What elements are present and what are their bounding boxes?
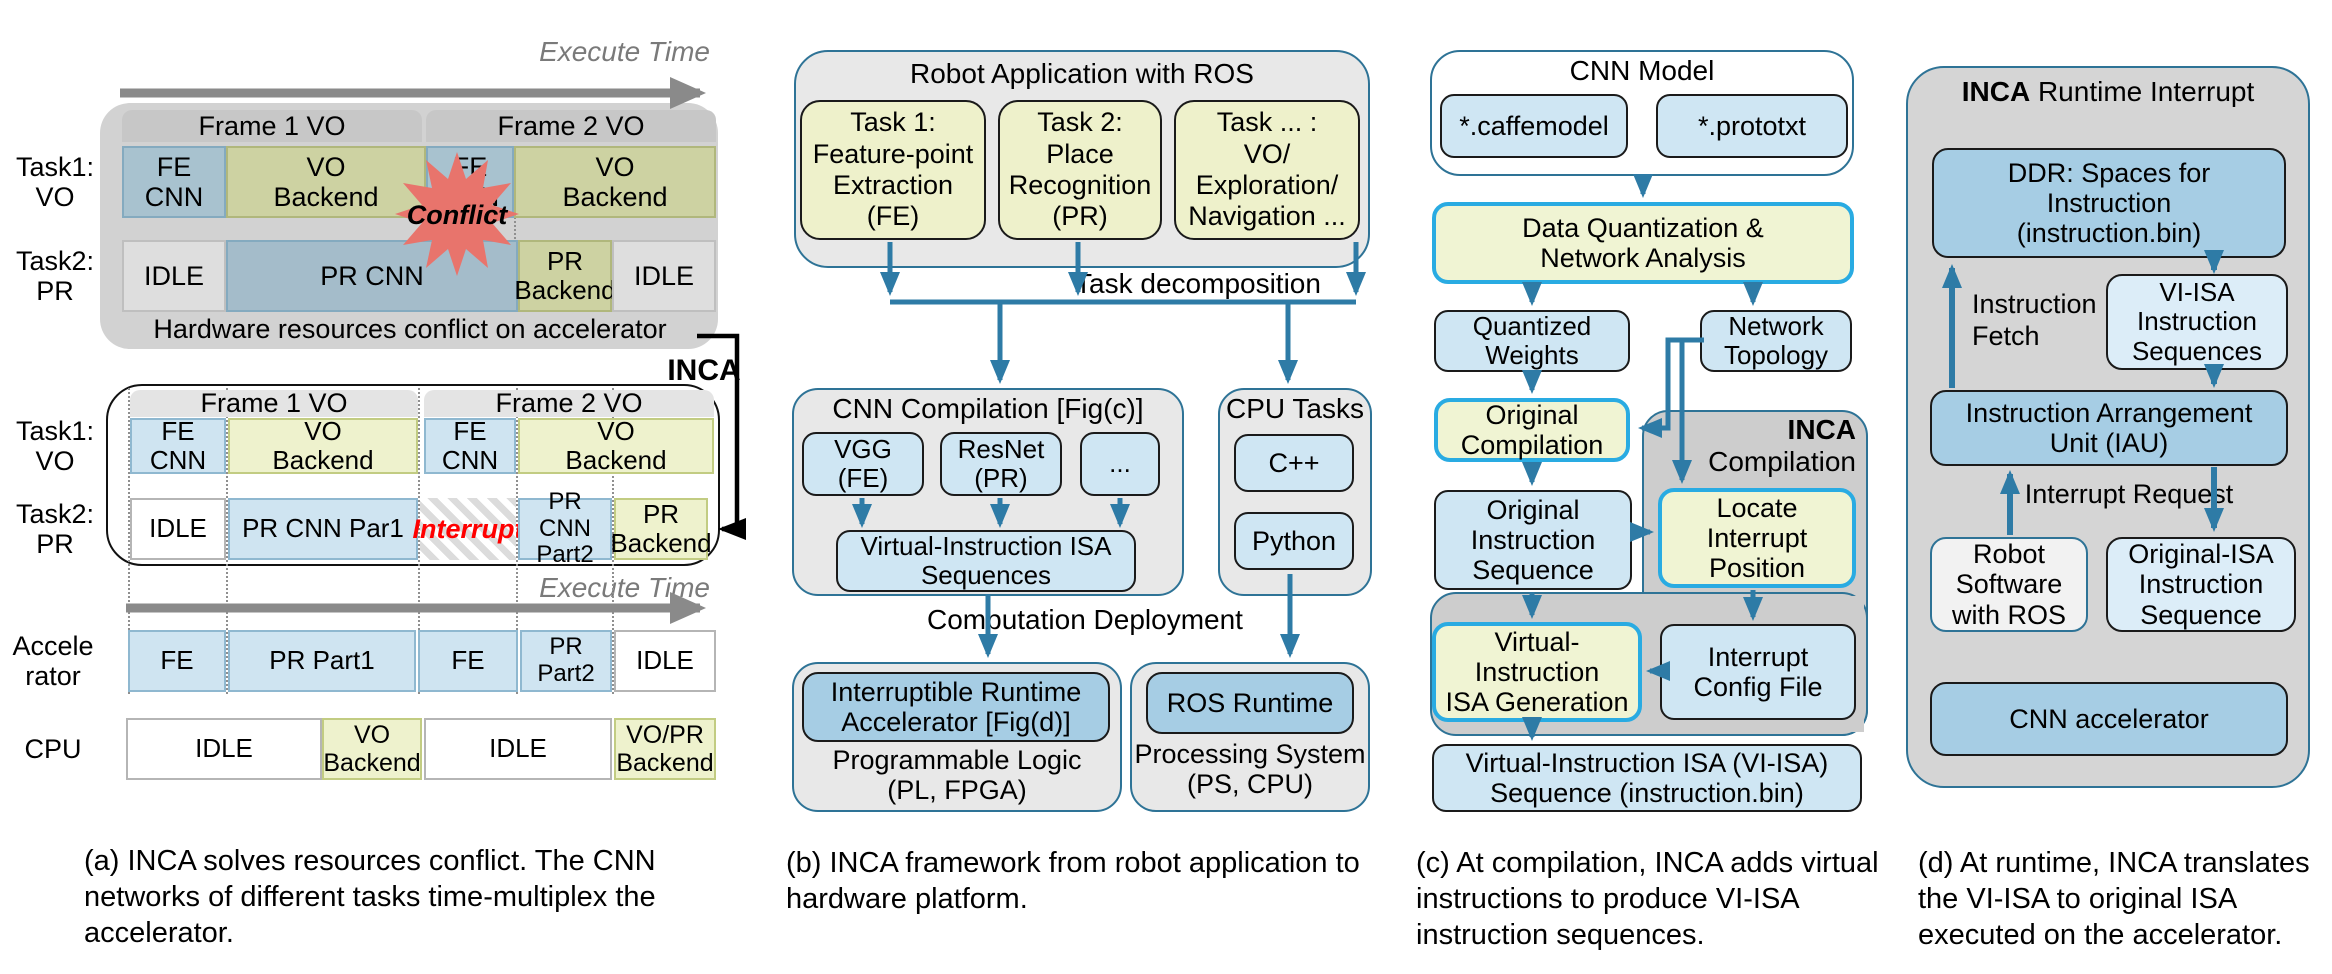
cell-pr-backend: PR Backend — [514, 240, 616, 312]
original-isa-sequence-box: Original-ISA Instruction Sequence — [2106, 537, 2296, 632]
locate-interrupt-position-box: Locate Interrupt Position — [1658, 488, 1856, 588]
timeline-dotted-line — [516, 388, 518, 694]
accel-cell-pr-part1: PR Part1 — [228, 630, 416, 692]
vgg-box: VGG (FE) — [802, 432, 924, 496]
inca-bold-text: INCA — [1787, 414, 1856, 445]
cell-pr-cnn-part2: PR CNN Part2 — [518, 488, 612, 568]
cnn-model-title: CNN Model — [1569, 55, 1715, 86]
execute-time-label-top: Execute Time — [539, 36, 710, 67]
caption-c: (c) At compilation, INCA adds virtual in… — [1416, 847, 1879, 951]
processing-system-label: Processing System (PS, CPU) — [1134, 738, 1366, 799]
timeline-dotted-line — [612, 388, 614, 694]
network-topology-box: Network Topology — [1700, 310, 1852, 372]
task1-box: Task 1: Feature-point Extraction (FE) — [800, 100, 986, 240]
cell-vo-backend: VO Backend — [514, 146, 716, 218]
cpu-cell-vo-pr-backend: VO/PR Backend — [614, 718, 716, 780]
cell-fe-cnn: FE CNN — [424, 416, 516, 475]
execute-time-label-mid: Execute Time — [539, 572, 710, 603]
frame2-header-mid: Frame 2 VO — [424, 388, 714, 418]
robot-software-box: Robot Software with ROS — [1930, 537, 2088, 632]
cell-vo-backend: VO Backend — [228, 416, 418, 475]
accel-cell-pr-part2: PR Part2 — [520, 630, 612, 692]
compilation-text: Compilation — [1708, 446, 1856, 478]
resnet-box: ResNet (PR) — [940, 432, 1062, 496]
hardware-conflict-note: Hardware resources conflict on accelerat… — [153, 313, 667, 344]
cnn-compilation-title: CNN Compilation [Fig(c)] — [832, 393, 1144, 424]
robot-application-title: Robot Application with ROS — [910, 58, 1254, 89]
task3-box: Task ... : VO/ Exploration/ Navigation .… — [1174, 100, 1360, 240]
computation-deployment-label: Computation Deployment — [927, 604, 1243, 636]
original-compilation-box: Original Compilation — [1434, 398, 1630, 462]
cnn-accelerator-box: CNN accelerator — [1930, 682, 2288, 756]
cpu-tasks-title: CPU Tasks — [1226, 393, 1364, 424]
vi-isa-sequences-box: Virtual-Instruction ISA Sequences — [836, 530, 1136, 592]
row-label-task2: Task2: PR — [15, 498, 95, 559]
cpu-cell-idle: IDLE — [126, 718, 322, 780]
cpu-cell-vo-backend: VO Backend — [322, 718, 422, 780]
row-label-task1: Task1: VO — [15, 415, 95, 476]
timeline-dotted-line — [418, 388, 420, 694]
accel-cell-idle: IDLE — [614, 630, 716, 692]
caption-b: (b) INCA framework from robot applicatio… — [786, 847, 1360, 915]
cell-interrupt: Interrupt — [413, 498, 524, 560]
ros-runtime-box: ROS Runtime — [1146, 672, 1354, 734]
vi-isa-sequence-box: Virtual-Instruction ISA (VI-ISA) Sequenc… — [1432, 744, 1862, 812]
caption-a: (a) INCA solves resources conflict. The … — [84, 845, 656, 949]
inca-bold-text: INCA — [1961, 76, 2031, 107]
inca-arrow-label: INCA — [667, 354, 741, 387]
original-instruction-sequence-box: Original Instruction Sequence — [1434, 490, 1632, 590]
iau-box: Instruction Arrangement Unit (IAU) — [1930, 390, 2288, 466]
caption-d: (d) At runtime, INCA translates the VI-I… — [1918, 847, 2310, 951]
timeline-dotted-line — [128, 388, 130, 694]
interruptible-runtime-accelerator-box: Interruptible Runtime Accelerator [Fig(d… — [802, 672, 1110, 742]
frame1-header-top: Frame 1 VO — [122, 110, 422, 142]
task-decomposition-label: Task decomposition — [1075, 268, 1321, 300]
cell-pr-backend: PR Backend — [610, 498, 712, 560]
instruction-fetch-label: Instruction Fetch — [1972, 289, 2097, 352]
runtime-interrupt-text: Runtime Interrupt — [2030, 76, 2255, 107]
row-label-task1: Task1: VO — [15, 151, 95, 212]
cell-pr-cnn: PR CNN — [226, 240, 518, 312]
cell-idle: IDLE — [122, 240, 226, 312]
cell-fe-cnn: FE CNN — [122, 146, 226, 218]
data-quantization-box: Data Quantization & Network Analysis — [1432, 202, 1854, 284]
accel-cell-fe: FE — [128, 630, 226, 692]
vi-isa-generation-box: Virtual- Instruction ISA Generation — [1432, 622, 1642, 722]
vi-isa-instruction-sequences-box: VI-ISA Instruction Sequences — [2106, 274, 2288, 370]
cpu-cell-idle: IDLE — [424, 718, 612, 780]
ellipsis-box: ... — [1080, 432, 1160, 496]
cell-idle: IDLE — [130, 498, 226, 560]
timeline-dotted-line — [226, 388, 228, 694]
cell-pr-cnn-par1: PR CNN Par1 — [228, 498, 418, 560]
row-label-cpu: CPU — [24, 733, 82, 764]
cell-vo-backend: VO Backend — [226, 146, 426, 218]
caffemodel-box: *.caffemodel — [1440, 94, 1628, 158]
quantized-weights-box: Quantized Weights — [1434, 310, 1630, 372]
row-label-accelerator: Accele rator — [12, 630, 94, 691]
task2-box: Task 2: Place Recognition (PR) — [998, 100, 1162, 240]
prototxt-box: *.prototxt — [1656, 94, 1848, 158]
cell-fe-cnn: FE CNN — [130, 416, 226, 475]
inca-compilation-label: INCA Compilation — [1690, 414, 1856, 478]
programmable-logic-label: Programmable Logic (PL, FPGA) — [832, 744, 1082, 805]
frame2-header-top: Frame 2 VO — [426, 110, 716, 142]
ddr-box: DDR: Spaces for Instruction (instruction… — [1932, 148, 2286, 258]
row-label-task2: Task2: PR — [15, 245, 95, 306]
conflict-label: Conflict — [406, 199, 508, 230]
interrupt-request-label: Interrupt Request — [2024, 478, 2234, 509]
interrupt-config-file-box: Interrupt Config File — [1660, 624, 1856, 720]
cell-vo-backend: VO Backend — [518, 416, 714, 475]
accel-cell-fe: FE — [418, 630, 518, 692]
inca-runtime-title: INCA Runtime Interrupt — [1906, 74, 2310, 110]
cell-idle: IDLE — [612, 240, 716, 312]
frame1-header-mid: Frame 1 VO — [130, 388, 418, 418]
cpp-box: C++ — [1234, 434, 1354, 492]
python-box: Python — [1234, 512, 1354, 570]
